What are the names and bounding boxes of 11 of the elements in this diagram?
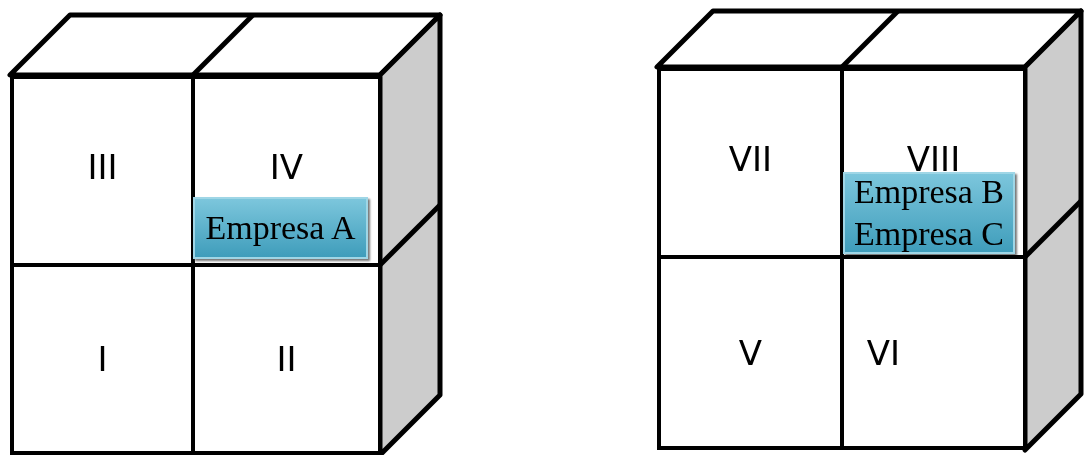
roman-numeral-label: VI bbox=[866, 332, 901, 373]
company-name: Empresa C bbox=[853, 214, 1005, 254]
roman-numeral-label: III bbox=[87, 147, 118, 187]
company-tag bbox=[193, 197, 368, 259]
roman-numeral-label: I bbox=[97, 339, 108, 379]
roman-numeral-label: V bbox=[738, 332, 763, 373]
roman-numeral-label: VII bbox=[728, 139, 773, 179]
roman-numeral-label: IV bbox=[269, 147, 304, 187]
company-tag bbox=[843, 172, 1015, 254]
roman-numeral-label: II bbox=[276, 339, 297, 379]
company-name: Empresa A bbox=[205, 207, 356, 248]
